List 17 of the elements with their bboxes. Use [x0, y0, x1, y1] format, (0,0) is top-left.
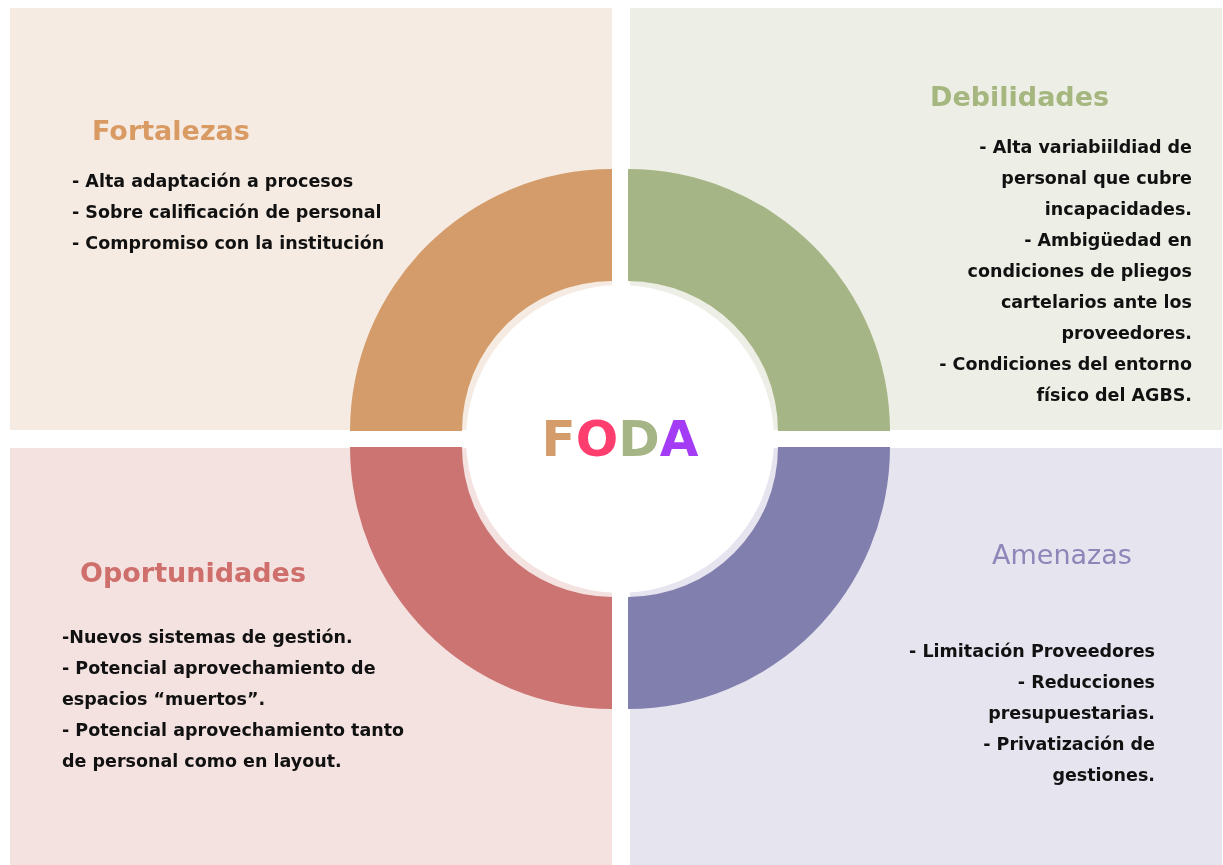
- bullet-item: - Alta adaptación a procesos: [72, 170, 355, 193]
- bullet-item: - Ambigüedad en condiciones de pliegos cartelarios ante los proveedores.: [966, 229, 1192, 345]
- bullet-item: - Sobre calificación de personal: [72, 201, 383, 224]
- section-heading: Amenazas: [992, 538, 1132, 572]
- section-heading: Oportunidades: [80, 556, 306, 590]
- bullet-item: - Privatización de gestiones.: [982, 733, 1155, 787]
- bullet-item: - Limitación Proveedores: [908, 640, 1155, 663]
- title-text: FODA: [541, 410, 699, 468]
- bullet-item: - Condiciones del entorno físico del AGBS.: [938, 353, 1192, 407]
- section-heading: Fortalezas: [92, 114, 250, 148]
- section-heading: Debilidades: [930, 80, 1110, 114]
- bullet-item: -Nuevos sistemas de gestión.: [62, 626, 354, 649]
- bullet-item: - Alta variabiildiad de personal que cubre incapacidades.: [978, 136, 1192, 221]
- bullet-item: - Compromiso con la institución: [72, 232, 386, 255]
- bullet-item: - Reducciones presupuestarias.: [987, 671, 1155, 725]
- bullet-item: - Potencial aprovechamiento de espacios “muertos”.: [62, 657, 377, 711]
- bullet-item: - Potencial aprovechamiento tanto de personal como en layout.: [62, 719, 406, 773]
